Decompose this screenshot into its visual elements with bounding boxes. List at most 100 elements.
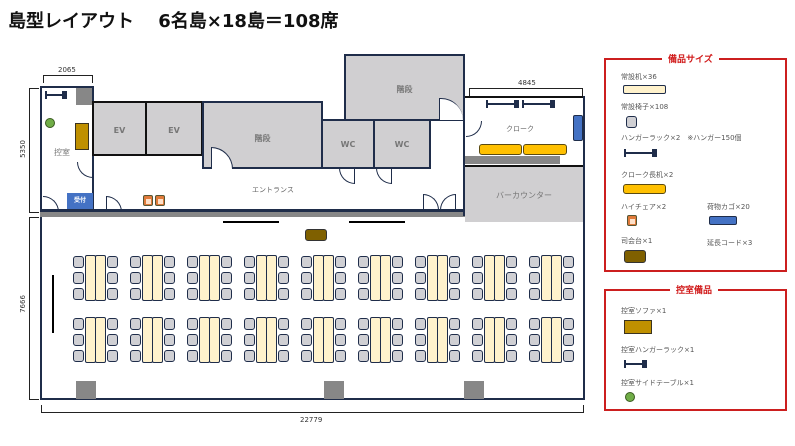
chair (529, 256, 540, 268)
chair (301, 288, 312, 300)
seating-island (529, 317, 574, 363)
desk (380, 255, 391, 301)
cloak-hanger-rack-icon (486, 100, 519, 108)
chair (529, 318, 540, 330)
seating-island (244, 317, 289, 363)
chair (164, 288, 175, 300)
desk (95, 317, 106, 363)
chair (472, 288, 483, 300)
legend-item-label: 控室サイドテーブル×1 (621, 379, 694, 387)
chair (449, 334, 460, 346)
chair (301, 272, 312, 284)
chair (244, 318, 255, 330)
chair (107, 288, 118, 300)
chair (472, 334, 483, 346)
chair (449, 272, 460, 284)
chair (73, 288, 84, 300)
chair (278, 288, 289, 300)
chair (392, 288, 403, 300)
chair (278, 256, 289, 268)
dimension-line-2065 (43, 75, 93, 83)
entrance-door-left[interactable] (423, 194, 439, 210)
desk (551, 255, 562, 301)
seating-island (73, 317, 118, 363)
wc-2-door[interactable] (376, 168, 392, 184)
stairs-1-door[interactable] (211, 147, 233, 169)
elevator-1: EV (92, 101, 147, 156)
chair (73, 350, 84, 362)
seating-island (472, 255, 517, 301)
chair (506, 256, 517, 268)
chair (187, 272, 198, 284)
baggage-basket-icon (573, 115, 583, 141)
chair (563, 350, 574, 362)
chair (335, 288, 346, 300)
chair (529, 288, 540, 300)
dimension-line-22779 (41, 405, 584, 413)
chair (529, 350, 540, 362)
chair (335, 350, 346, 362)
chair (392, 350, 403, 362)
chair (301, 256, 312, 268)
chair (244, 350, 255, 362)
stairs-2: 階段 (344, 54, 465, 121)
desk (266, 317, 277, 363)
desk (323, 255, 334, 301)
chair (472, 318, 483, 330)
hanger-rack-icon (624, 360, 647, 368)
seating-island (415, 317, 460, 363)
chair (472, 350, 483, 362)
high-chair-icon (627, 215, 637, 226)
seating-island (73, 255, 118, 301)
entrance-door-right[interactable] (440, 194, 456, 210)
legend-waiting-heading: 控室備品 (670, 283, 719, 296)
legend-item-label: 延長コード×3 (707, 239, 753, 247)
chair (130, 318, 141, 330)
side-screen-line (52, 275, 54, 333)
chair (187, 256, 198, 268)
chair (221, 318, 232, 330)
chair (301, 350, 312, 362)
chair (358, 334, 369, 346)
chair (73, 256, 84, 268)
desk (152, 255, 163, 301)
pillar (324, 381, 344, 399)
chair (244, 334, 255, 346)
screen-line (223, 221, 279, 223)
chair (392, 334, 403, 346)
chair (506, 288, 517, 300)
chair (449, 288, 460, 300)
desk (323, 317, 334, 363)
desk (437, 317, 448, 363)
chair (130, 272, 141, 284)
dimension-label-22779: 22779 (300, 416, 323, 424)
waiting-room-pillar (76, 88, 92, 105)
waiting-room-label: 控室 (54, 148, 70, 157)
stairs-2-door[interactable] (439, 98, 463, 120)
seating-island (529, 255, 574, 301)
sofa-icon (624, 320, 652, 334)
chair (415, 272, 426, 284)
legend-item-label: 司会台×1 (621, 237, 653, 245)
dimension-label-2065: 2065 (58, 66, 76, 74)
desk (494, 255, 505, 301)
pillar (464, 381, 484, 399)
high-chair-icon (143, 195, 153, 206)
chair (335, 318, 346, 330)
wc-1-door[interactable] (339, 168, 355, 184)
chair (472, 272, 483, 284)
side-table-icon (45, 118, 55, 128)
chair (415, 288, 426, 300)
desk (209, 255, 220, 301)
main-hall (40, 217, 585, 400)
seating-island (358, 317, 403, 363)
chair (278, 318, 289, 330)
side-table-icon (625, 392, 635, 402)
cloak-long-desk (479, 144, 522, 155)
bar-counter: バーカウンター (465, 167, 583, 222)
chair (73, 334, 84, 346)
dimension-line-4845 (469, 88, 583, 96)
baggage-basket-icon (709, 216, 737, 225)
chair (472, 256, 483, 268)
chair (358, 350, 369, 362)
